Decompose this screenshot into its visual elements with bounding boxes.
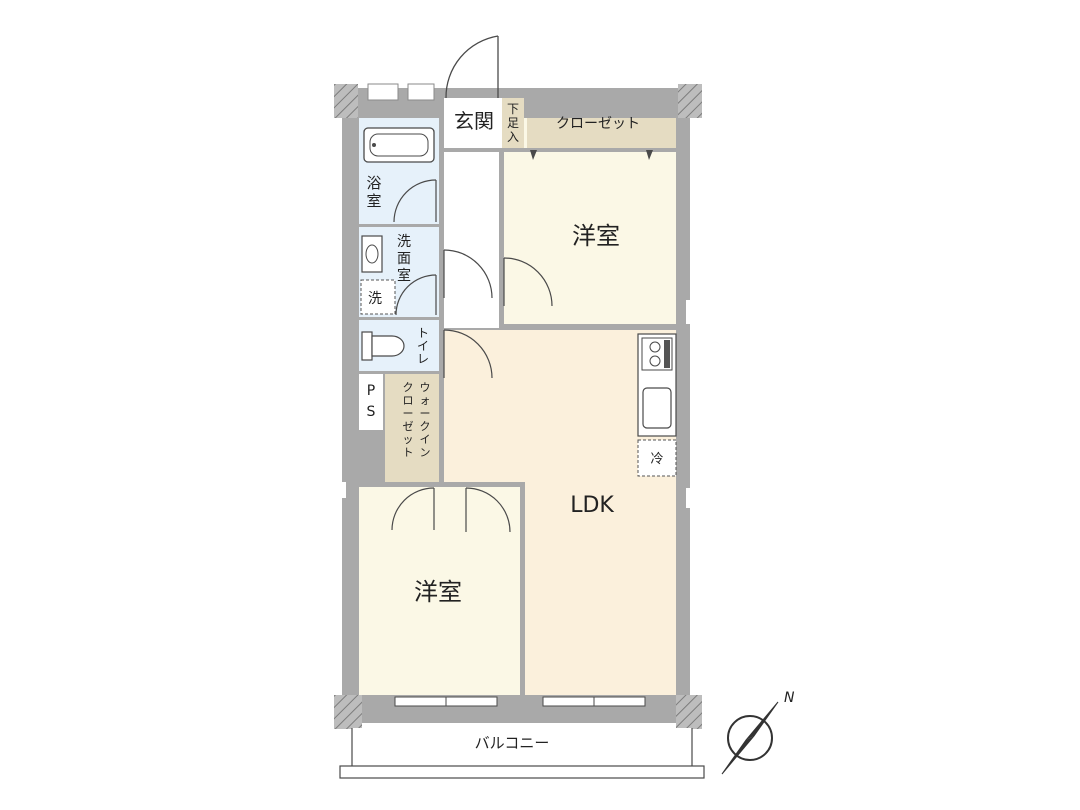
washer-label: 洗 xyxy=(368,291,382,307)
compass-north-label: N xyxy=(784,690,795,706)
shoe-storage-label-2: 足 xyxy=(507,116,519,130)
pillar-top-right xyxy=(678,84,702,118)
wic-col2-3: ー xyxy=(403,407,414,420)
pillar-top-left xyxy=(334,84,358,118)
wic-col1-4: ク xyxy=(420,420,431,433)
entrance-label: 玄関 xyxy=(454,109,494,133)
wic-col2-6: ト xyxy=(403,446,414,459)
wic-col2-2: ロ xyxy=(403,394,414,407)
ldk-label: LDK xyxy=(570,493,614,518)
washer-space xyxy=(360,279,396,315)
compass-icon: N xyxy=(721,690,795,775)
shoe-storage-label-1: 下 xyxy=(507,102,519,116)
shoe-storage-label-3: 入 xyxy=(507,130,519,144)
bathroom-label-1: 浴 xyxy=(366,174,381,192)
refrigerator-label: 冷 xyxy=(650,452,663,467)
kitchen-counter xyxy=(637,333,677,437)
south-windows xyxy=(394,696,646,707)
western-room-2-label: 洋室 xyxy=(414,578,462,606)
window-top-2 xyxy=(407,83,435,101)
wic-col1-5: イ xyxy=(420,433,431,446)
window-right-1 xyxy=(686,300,692,324)
pipe-space-label-1: P xyxy=(367,383,375,399)
western-room-2-area xyxy=(359,485,523,695)
wic-col2-1: ク xyxy=(403,381,414,394)
wic-col1-2: ォ xyxy=(420,394,431,407)
refrigerator-space xyxy=(637,439,677,477)
toilet-label-2: イ xyxy=(417,339,429,353)
interior-walls xyxy=(359,98,676,695)
entrance-door xyxy=(445,35,499,99)
toilet-label-3: レ xyxy=(417,352,429,366)
closet-door-markers xyxy=(530,150,653,160)
pipe-space-area xyxy=(359,374,383,430)
pillar-bottom-left xyxy=(334,695,362,729)
toilet-icon xyxy=(361,331,405,361)
closet-area xyxy=(527,118,676,148)
interior-doors xyxy=(391,179,553,533)
sink-icon xyxy=(642,387,672,429)
stove-burner-icon xyxy=(649,355,661,367)
walk-in-closet-area xyxy=(385,374,439,485)
stove-burner-icon xyxy=(649,341,661,353)
wic-col1-1: ウ xyxy=(420,381,431,394)
window-top-1 xyxy=(367,83,399,101)
wash-basin-icon xyxy=(361,235,383,273)
washroom-label-1: 洗 xyxy=(397,234,411,250)
toilet-label-1: ト xyxy=(417,326,429,340)
closet-label: クローゼット xyxy=(556,116,640,132)
shoe-storage-area xyxy=(502,98,524,148)
wic-col1-6: ン xyxy=(420,446,431,459)
pipe-space-label-2: S xyxy=(367,404,376,420)
window-left-1 xyxy=(340,482,346,498)
bathtub-icon xyxy=(363,127,435,163)
wic-col2-5: ッ xyxy=(403,433,414,446)
wic-col1-3: ー xyxy=(420,407,431,420)
window-right-2 xyxy=(686,488,692,508)
wic-col2-4: ゼ xyxy=(403,420,414,433)
balcony xyxy=(339,728,705,779)
entrance-area xyxy=(444,98,502,148)
walk-in-closet-label: ウ ォ ー ク イ ン ク ロ ー ゼ ッ ト xyxy=(403,381,431,459)
western-room-1-label: 洋室 xyxy=(572,222,620,250)
bathroom-label-2: 室 xyxy=(366,192,381,210)
washroom-label-2: 面 xyxy=(397,251,411,267)
pillar-bottom-right xyxy=(676,695,702,729)
washroom-label-3: 室 xyxy=(397,267,411,284)
balcony-label: バルコニー xyxy=(475,734,550,752)
